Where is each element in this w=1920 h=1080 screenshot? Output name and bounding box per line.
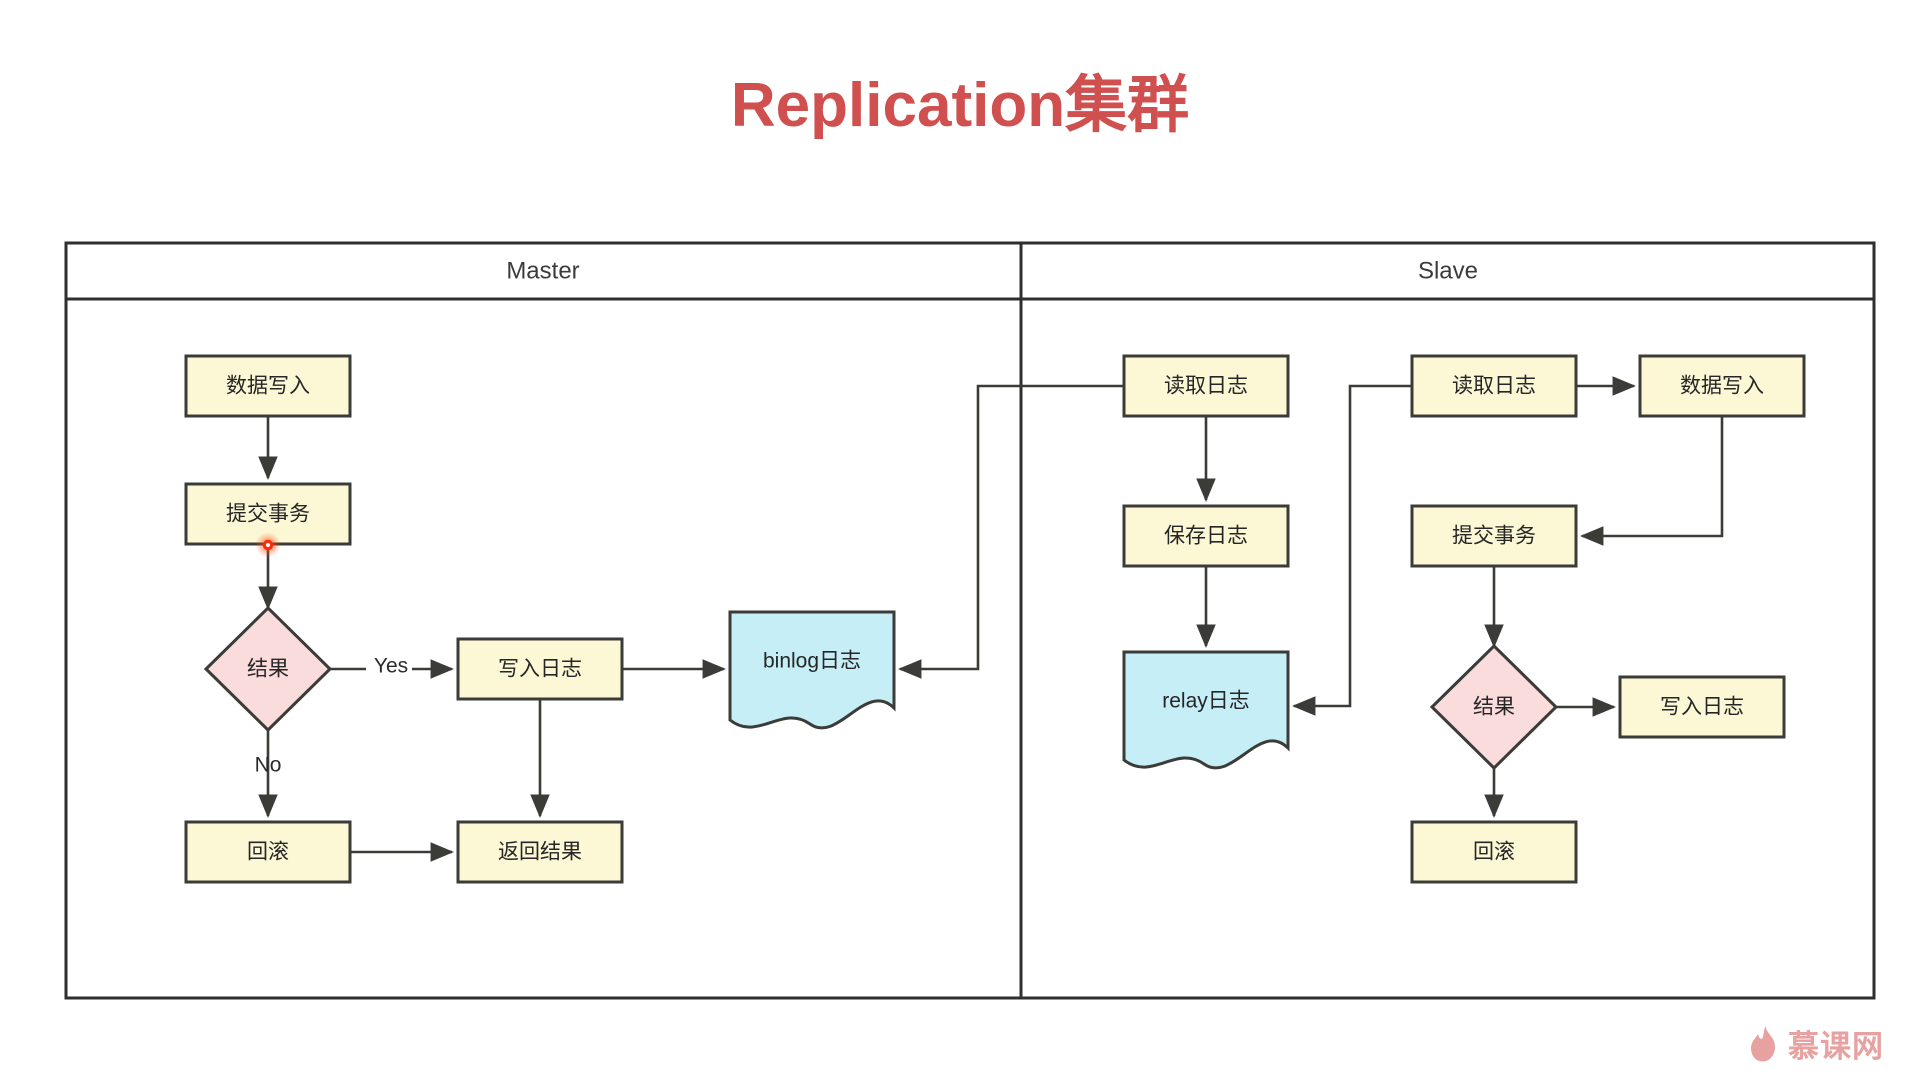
- node-label: 保存日志: [1164, 525, 1248, 548]
- edge-readlog1-to-binlog: [898, 384, 1124, 679]
- node-label: 数据写入: [226, 375, 310, 398]
- edge-label-yes: Yes: [374, 655, 408, 678]
- connectors-cross-lane: [898, 384, 1124, 679]
- node-label: 提交事务: [226, 503, 310, 526]
- node-label: 读取日志: [1164, 375, 1248, 398]
- edge-write-to-commit-slave: [1580, 416, 1724, 546]
- node-label: 读取日志: [1452, 375, 1536, 398]
- swimlane-frame: [64, 241, 1876, 1000]
- connectors-master: Yes No: [255, 416, 726, 862]
- node-result-decision-master[interactable]: 结果: [203, 605, 333, 733]
- lane-title-slave: Slave: [1418, 257, 1478, 284]
- node-label: 结果: [1473, 696, 1515, 719]
- node-rollback-master[interactable]: 回滚: [184, 820, 352, 884]
- node-save-log-slave[interactable]: 保存日志: [1122, 504, 1290, 568]
- node-write-log-slave[interactable]: 写入日志: [1618, 675, 1786, 739]
- node-write-log-master[interactable]: 写入日志: [456, 637, 624, 701]
- node-rollback-slave[interactable]: 回滚: [1410, 820, 1578, 884]
- node-result-decision-slave[interactable]: 结果: [1429, 643, 1559, 771]
- node-label: 写入日志: [1660, 696, 1744, 719]
- node-read-log-slave-1[interactable]: 读取日志: [1122, 354, 1290, 418]
- node-label: binlog日志: [763, 650, 861, 673]
- lane-title-master: Master: [506, 257, 579, 284]
- node-label: relay日志: [1162, 690, 1250, 713]
- node-label: 返回结果: [498, 841, 582, 864]
- node-data-write-slave[interactable]: 数据写入: [1638, 354, 1806, 418]
- watermark-text: 慕课网: [1788, 1029, 1884, 1065]
- node-label: 提交事务: [1452, 525, 1536, 548]
- node-return-result-master[interactable]: 返回结果: [456, 820, 624, 884]
- node-commit-transaction-slave[interactable]: 提交事务: [1410, 504, 1578, 568]
- connection-point-marker[interactable]: [255, 532, 281, 558]
- node-label: 数据写入: [1680, 375, 1764, 398]
- node-data-write-master[interactable]: 数据写入: [184, 354, 352, 418]
- node-relay-log-document[interactable]: relay日志: [1122, 650, 1290, 770]
- flame-icon: [1751, 1025, 1775, 1061]
- node-label: 回滚: [1473, 841, 1515, 864]
- connectors-slave: [1196, 376, 1724, 818]
- lane-header-master: Master: [506, 257, 579, 284]
- page-title: Replication集群: [730, 71, 1190, 140]
- edge-readlog2-to-relay: [1292, 384, 1412, 716]
- node-label: 写入日志: [498, 658, 582, 681]
- node-read-log-slave-2[interactable]: 读取日志: [1410, 354, 1578, 418]
- edge-label-no: No: [255, 754, 282, 777]
- node-binlog-document[interactable]: binlog日志: [728, 610, 896, 730]
- watermark: 慕课网: [1748, 1021, 1884, 1066]
- lane-header-slave: Slave: [1418, 257, 1478, 284]
- node-label: 结果: [247, 658, 289, 681]
- node-label: 回滚: [247, 841, 289, 864]
